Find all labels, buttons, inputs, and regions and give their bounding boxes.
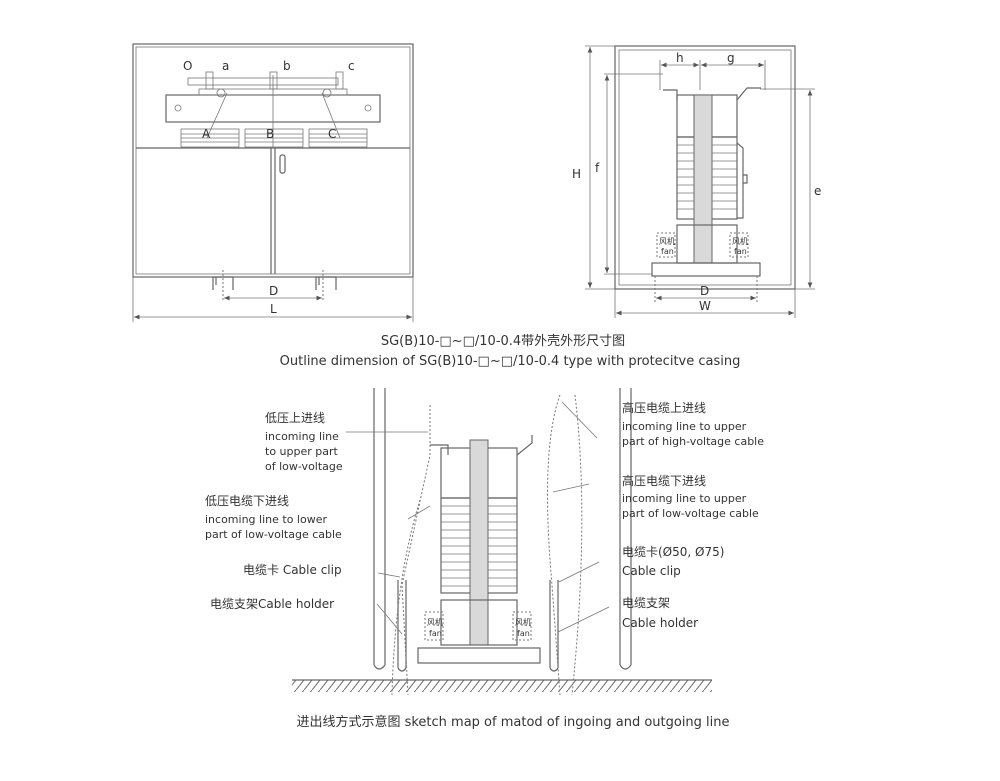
label-high-lower-en-1: incoming line to upper — [622, 492, 747, 505]
label-low-upper-cn: 低压上进线 — [265, 411, 325, 425]
label-high-lower-cn: 高压电缆下进线 — [622, 473, 706, 488]
dim-h: h — [676, 51, 684, 65]
fan-label-en-right: fan — [734, 247, 747, 256]
sketch-right-labels: 高压电缆上进线 incoming line to upper part of h… — [622, 400, 764, 630]
dim-W: W — [699, 299, 711, 313]
label-O: O — [183, 59, 192, 73]
label-cable-clip-right-cn: 电缆卡(Ø50, Ø75) — [622, 545, 724, 559]
label-low-upper-en-1: incoming line — [265, 430, 339, 443]
label-cable-holder-left: 电缆支架Cable holder — [210, 597, 334, 611]
fan-en-left: fan — [429, 629, 442, 638]
label-low-upper-en-3: of low-voltage — [265, 460, 343, 473]
label-low-upper-en-2: to upper part — [265, 445, 339, 458]
sketch-drawing: 风机 fan 风机 fan — [292, 388, 712, 696]
fan-cn-left: 风机 — [427, 617, 443, 627]
sketch-left-labels: 低压上进线 incoming line to upper part of low… — [205, 411, 343, 611]
dim-g: g — [727, 51, 735, 65]
fan-label-cn-right: 风机 — [732, 236, 748, 246]
label-low-lower-en-2: part of low-voltage cable — [205, 528, 342, 541]
label-cable-holder-right-en: Cable holder — [622, 616, 698, 630]
front-view-drawing: O a b c A B C D L — [132, 43, 414, 322]
fan-cn-right: 风机 — [515, 617, 531, 627]
caption-sketch: 进出线方式示意图 sketch map of matod of ingoing … — [296, 714, 729, 730]
fan-label-cn-left: 风机 — [659, 236, 675, 246]
label-B: B — [266, 127, 274, 141]
fan-en-right: fan — [517, 629, 530, 638]
label-low-lower-en-1: incoming line to lower — [205, 513, 327, 526]
label-cable-holder-right-cn: 电缆支架 — [622, 596, 670, 610]
caption-outline-en: Outline dimension of SG(B)10-□~□/10-0.4 … — [280, 354, 741, 369]
side-view-drawing: 风机 fan 风机 fan h g H f e D W — [572, 45, 821, 318]
label-low-lower-cn: 低压电缆下进线 — [205, 494, 289, 508]
label-high-upper-en-2: part of high-voltage cable — [622, 435, 764, 448]
label-b: b — [283, 59, 291, 73]
fan-label-en-left: fan — [661, 247, 674, 256]
label-high-lower-en-2: part of low-voltage cable — [622, 507, 759, 520]
label-high-upper-cn: 高压电缆上进线 — [622, 400, 706, 415]
label-cable-clip-left: 电缆卡 Cable clip — [243, 563, 342, 577]
dim-H: H — [572, 167, 581, 181]
label-c: c — [348, 59, 355, 73]
label-C: C — [328, 127, 336, 141]
dim-e: e — [814, 184, 821, 198]
dim-f: f — [595, 161, 600, 175]
label-A: A — [202, 127, 211, 141]
dim-D: D — [269, 284, 278, 298]
dim-L: L — [270, 302, 277, 316]
coils-front — [180, 128, 368, 148]
caption-outline-cn: SG(B)10-□~□/10-0.4带外壳外形尺寸图 — [381, 334, 625, 349]
label-cable-clip-right-en: Cable clip — [622, 564, 681, 578]
label-high-upper-en-1: incoming line to upper — [622, 420, 747, 433]
dim-D-side: D — [700, 284, 709, 298]
label-a: a — [222, 59, 229, 73]
